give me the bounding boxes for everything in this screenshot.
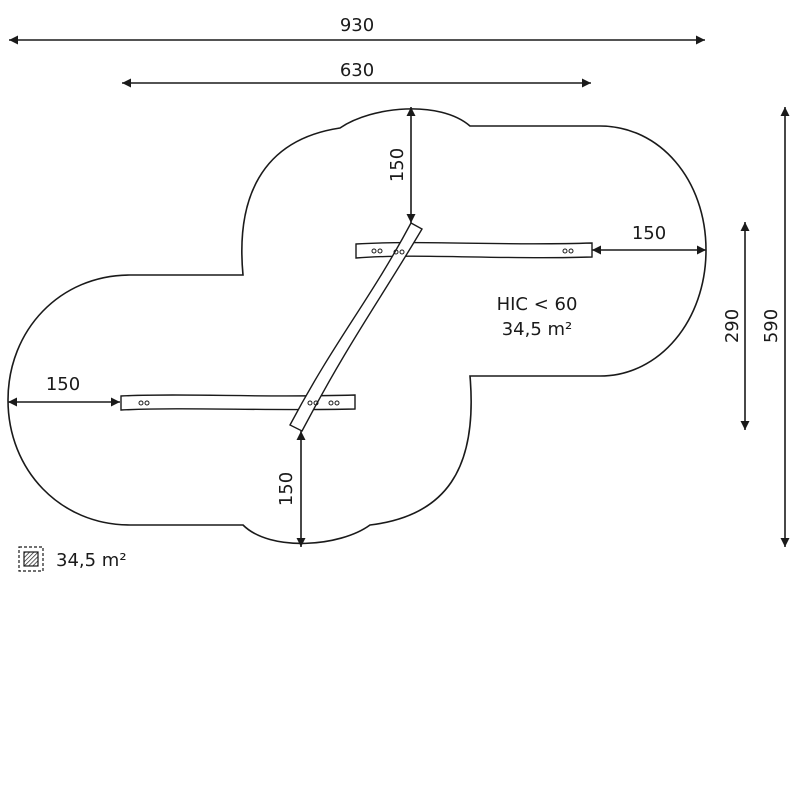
safety-area-outline — [7, 108, 707, 545]
hic-label: HIC < 60 — [497, 294, 578, 315]
dimension-label-top-clearance: 150 — [387, 148, 408, 182]
dimension-label-left-clearance: 150 — [46, 374, 80, 395]
dimension-label-inner-height: 290 — [722, 309, 743, 343]
dimension-label-inner-width: 630 — [340, 60, 374, 81]
dimension-label-bottom-clearance: 150 — [276, 472, 297, 506]
dimension-label-overall-height: 590 — [761, 309, 782, 343]
area-label: 34,5 m² — [502, 319, 573, 340]
legend: 34,5 m² — [18, 546, 127, 572]
dimension-label-overall-width: 930 — [340, 15, 374, 36]
legend-area-label: 34,5 m² — [56, 550, 127, 571]
beam-upper — [355, 241, 593, 259]
hatched-area-icon — [18, 546, 44, 572]
beam-lower — [120, 394, 356, 411]
beam-diagonal — [289, 222, 423, 432]
dimension-label-right-clearance: 150 — [632, 223, 666, 244]
